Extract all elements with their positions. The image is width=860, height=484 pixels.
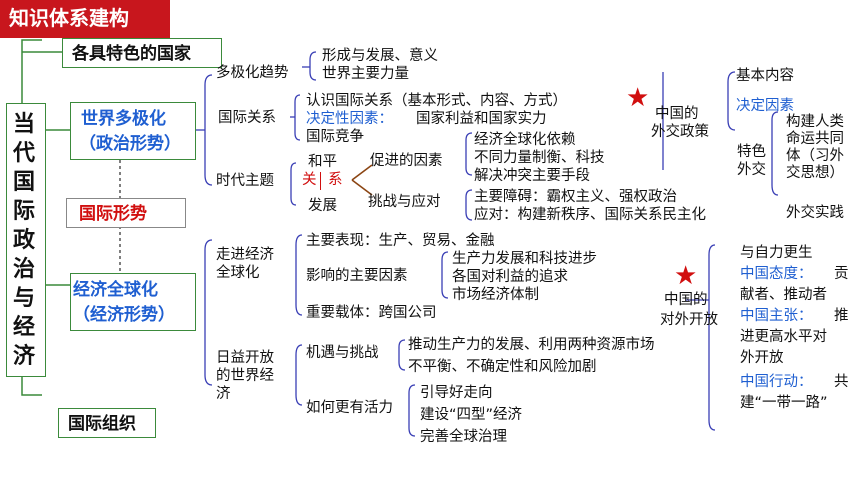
open-label-1: 日益开放 xyxy=(216,350,274,366)
challenge-item-2: 应对：构建新秩序、国际关系民主化 xyxy=(474,207,706,223)
root-connector-top xyxy=(21,39,42,105)
vitality-item-1: 引导好走向 xyxy=(420,385,493,401)
opportunity-label: 机遇与挑战 xyxy=(306,345,379,361)
trend-item-1: 形成与发展、意义 xyxy=(322,48,438,64)
header-title: 知识体系建构 xyxy=(9,6,129,30)
trend-item-2: 世界主要力量 xyxy=(322,66,409,82)
diplomacy-features-2: 外交 xyxy=(737,162,766,178)
opening-attitude-2: 献者、推动者 xyxy=(740,287,827,303)
relations-item-2: 国家利益和国家实力 xyxy=(416,111,547,127)
promote-item-3: 解决冲突主要手段 xyxy=(474,168,590,184)
opening-attitude-label: 中国态度： xyxy=(740,266,813,282)
relation-arrows xyxy=(351,164,373,196)
opening-proposal-label: 中国主张： xyxy=(740,308,813,324)
challenge-label: 挑战与应对 xyxy=(368,194,441,210)
vitality-item-3: 完善全球治理 xyxy=(420,429,507,445)
opening-attitude-1: 贡 xyxy=(834,266,849,282)
go-item-1: 主要表现：生产、贸易、金融 xyxy=(306,233,495,249)
box-globalization[interactable]: 经济全球化 （经济形势） xyxy=(70,273,196,331)
development-label: 发展 xyxy=(308,198,337,214)
box-orgs[interactable]: 国际组织 xyxy=(58,408,156,438)
opening-title-2: 对外开放 xyxy=(660,312,718,328)
diplomacy-title-1: 中国的 xyxy=(655,106,699,122)
relations-label: 国际关系 xyxy=(218,110,276,126)
box-multipolar[interactable]: 世界多极化 （政治形势） xyxy=(70,102,196,160)
opening-proposal-2: 进更高水平对 xyxy=(740,329,827,345)
opening-title-1: 中国的 xyxy=(664,292,708,308)
opportunity-item-2: 不平衡、不确定性和风险加剧 xyxy=(408,359,597,375)
vitality-label: 如何更有活力 xyxy=(306,400,393,416)
globalization-label: 经济全球化 xyxy=(73,280,158,300)
promote-label: 促进的因素 xyxy=(370,153,443,169)
factor-item-2: 各国对利益的追求 xyxy=(452,269,568,285)
relation-box: 关 系 xyxy=(296,170,348,190)
box-situation[interactable]: 国际形势 xyxy=(66,198,186,228)
factor-item-3: 市场经济体制 xyxy=(452,287,539,303)
go-label-2: 全球化 xyxy=(216,265,260,281)
multipolar-label: 世界多极化 xyxy=(81,109,166,129)
relations-item-1: 认识国际关系（基本形式、内容、方式） xyxy=(306,93,567,109)
opening-action-2: 建“一带一路” xyxy=(740,395,828,411)
factor-item-1: 生产力发展和科技进步 xyxy=(452,251,597,267)
diplomacy-features-1: 特色 xyxy=(737,144,766,160)
go-item-2: 影响的主要因素 xyxy=(306,268,408,284)
promote-item-2: 不同力量制衡、科技 xyxy=(474,150,605,166)
bracket-lines xyxy=(196,51,779,437)
decisive-factor-label: 决定性因素： xyxy=(306,111,393,127)
relations-item-3: 国际竞争 xyxy=(306,129,364,145)
diplomacy-title-2: 外交政策 xyxy=(651,124,709,140)
opening-self-reliance: 与自力更生 xyxy=(740,245,813,261)
diplomacy-thought-3: 体（习外 xyxy=(786,148,844,164)
multipolar-sub: （政治形势） xyxy=(79,134,181,154)
relation-word-1: 关 xyxy=(302,172,317,188)
relation-word-2: 系 xyxy=(328,172,343,188)
globalization-sub: （经济形势） xyxy=(73,305,175,325)
relation-divider xyxy=(320,172,321,190)
open-label-3: 济 xyxy=(216,386,231,402)
star-icon-opening: ★ xyxy=(674,261,698,291)
opening-action-label: 中国行动： xyxy=(740,374,813,390)
opportunity-item-1: 推动生产力的发展、利用两种资源市场 xyxy=(408,337,655,353)
star-icon-diplomacy: ★ xyxy=(626,83,650,113)
go-item-3: 重要载体：跨国公司 xyxy=(306,305,437,321)
vitality-item-2: 建设“四型”经济 xyxy=(420,407,523,423)
situation-label: 国际形势 xyxy=(79,204,147,224)
diplomacy-practice: 外交实践 xyxy=(786,205,844,221)
diplomacy-thought-1: 构建人类 xyxy=(786,114,844,130)
orgs-label: 国际组织 xyxy=(68,414,136,434)
box-root[interactable]: 当代国际政治与经济 xyxy=(6,103,46,377)
opening-action-1: 共 xyxy=(834,374,849,390)
diplomacy-thought-4: 交思想） xyxy=(786,165,844,181)
diplomacy-basic: 基本内容 xyxy=(736,68,794,84)
peace-label: 和平 xyxy=(308,154,337,170)
promote-item-1: 经济全球化依赖 xyxy=(474,132,576,148)
box-countries[interactable]: 各具特色的国家 xyxy=(62,38,222,68)
theme-label: 时代主题 xyxy=(216,173,274,189)
header-banner: 知识体系建构 xyxy=(0,0,170,38)
opening-proposal-1: 推 xyxy=(834,308,849,324)
trend-label: 多极化趋势 xyxy=(216,65,289,81)
diplomacy-decisive: 决定因素 xyxy=(736,98,794,114)
opening-proposal-3: 外开放 xyxy=(740,350,784,366)
diplomacy-thought-2: 命运共同 xyxy=(786,131,844,147)
go-label-1: 走进经济 xyxy=(216,247,274,263)
challenge-item-1: 主要障碍：霸权主义、强权政治 xyxy=(474,189,677,205)
open-label-2: 的世界经 xyxy=(216,368,274,384)
root-label: 当代国际政治与经济 xyxy=(13,112,36,369)
countries-label: 各具特色的国家 xyxy=(72,44,191,64)
